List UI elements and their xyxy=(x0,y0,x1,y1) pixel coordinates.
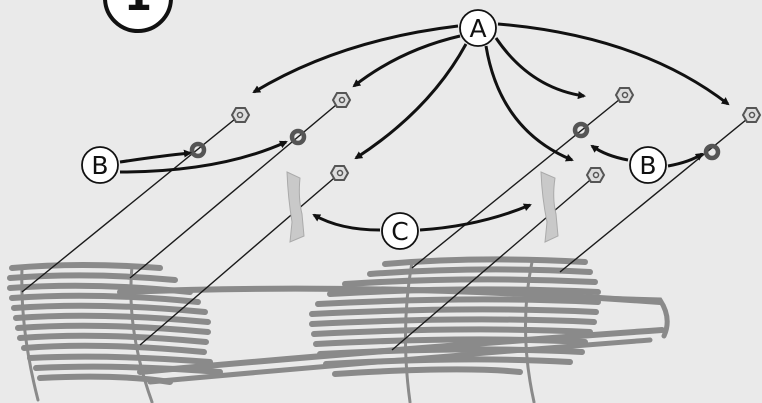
callout-b-right-label: B xyxy=(639,151,656,180)
nuts xyxy=(230,87,762,183)
washer-icon xyxy=(572,121,590,139)
callout-c: C xyxy=(381,212,419,250)
callout-c-label: C xyxy=(391,217,408,246)
washer-icon xyxy=(189,141,207,159)
step-number: 1 xyxy=(124,0,152,20)
callout-b-left-label: B xyxy=(91,151,108,180)
callout-a: A xyxy=(459,9,497,47)
callout-arrows xyxy=(119,22,730,232)
clips xyxy=(286,171,559,243)
callout-a-label: A xyxy=(469,14,486,43)
step-badge: 1 xyxy=(103,0,173,33)
clip-icon xyxy=(540,171,559,243)
grille xyxy=(7,256,670,403)
washer-icon xyxy=(703,143,721,161)
callout-b-right: B xyxy=(629,146,667,184)
clip-icon xyxy=(286,171,305,243)
mounting-wires xyxy=(21,94,753,351)
callout-b-left: B xyxy=(81,146,119,184)
washers xyxy=(189,121,721,161)
washer-icon xyxy=(289,128,307,146)
